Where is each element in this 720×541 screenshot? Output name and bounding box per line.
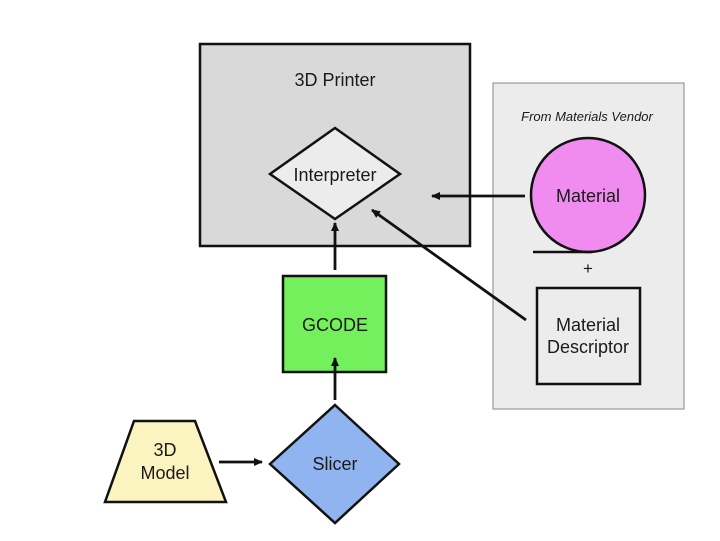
- material-node: Material: [529, 136, 647, 254]
- interpreter-label: Interpreter: [293, 165, 376, 185]
- model-trapezoid: [103, 419, 228, 504]
- model-label-line2: Model: [140, 463, 189, 483]
- descriptor-node: Material Descriptor: [535, 286, 642, 386]
- slicer-label: Slicer: [312, 454, 357, 474]
- slicer-node: Slicer: [268, 403, 401, 525]
- slicer-diamond: [268, 403, 401, 525]
- printer-label: 3D Printer: [294, 70, 375, 90]
- descriptor-label-line2: Descriptor: [547, 337, 629, 357]
- gcode-node: GCODE: [281, 274, 388, 374]
- vendor-panel-label: From Materials Vendor: [521, 109, 653, 124]
- interpreter-node: Interpreter: [267, 126, 403, 221]
- plus-sign: +: [583, 259, 593, 278]
- interpreter-diamond: [267, 126, 403, 221]
- model-node: 3D Model: [103, 419, 228, 504]
- descriptor-label-line1: Material: [556, 315, 620, 335]
- descriptor-box: [535, 286, 642, 386]
- model-label-line1: 3D: [153, 440, 176, 460]
- gcode-label: GCODE: [302, 315, 368, 335]
- gcode-box: [281, 274, 388, 374]
- arrow-descriptor-to-interpreter: [371, 208, 527, 322]
- material-label: Material: [556, 186, 620, 206]
